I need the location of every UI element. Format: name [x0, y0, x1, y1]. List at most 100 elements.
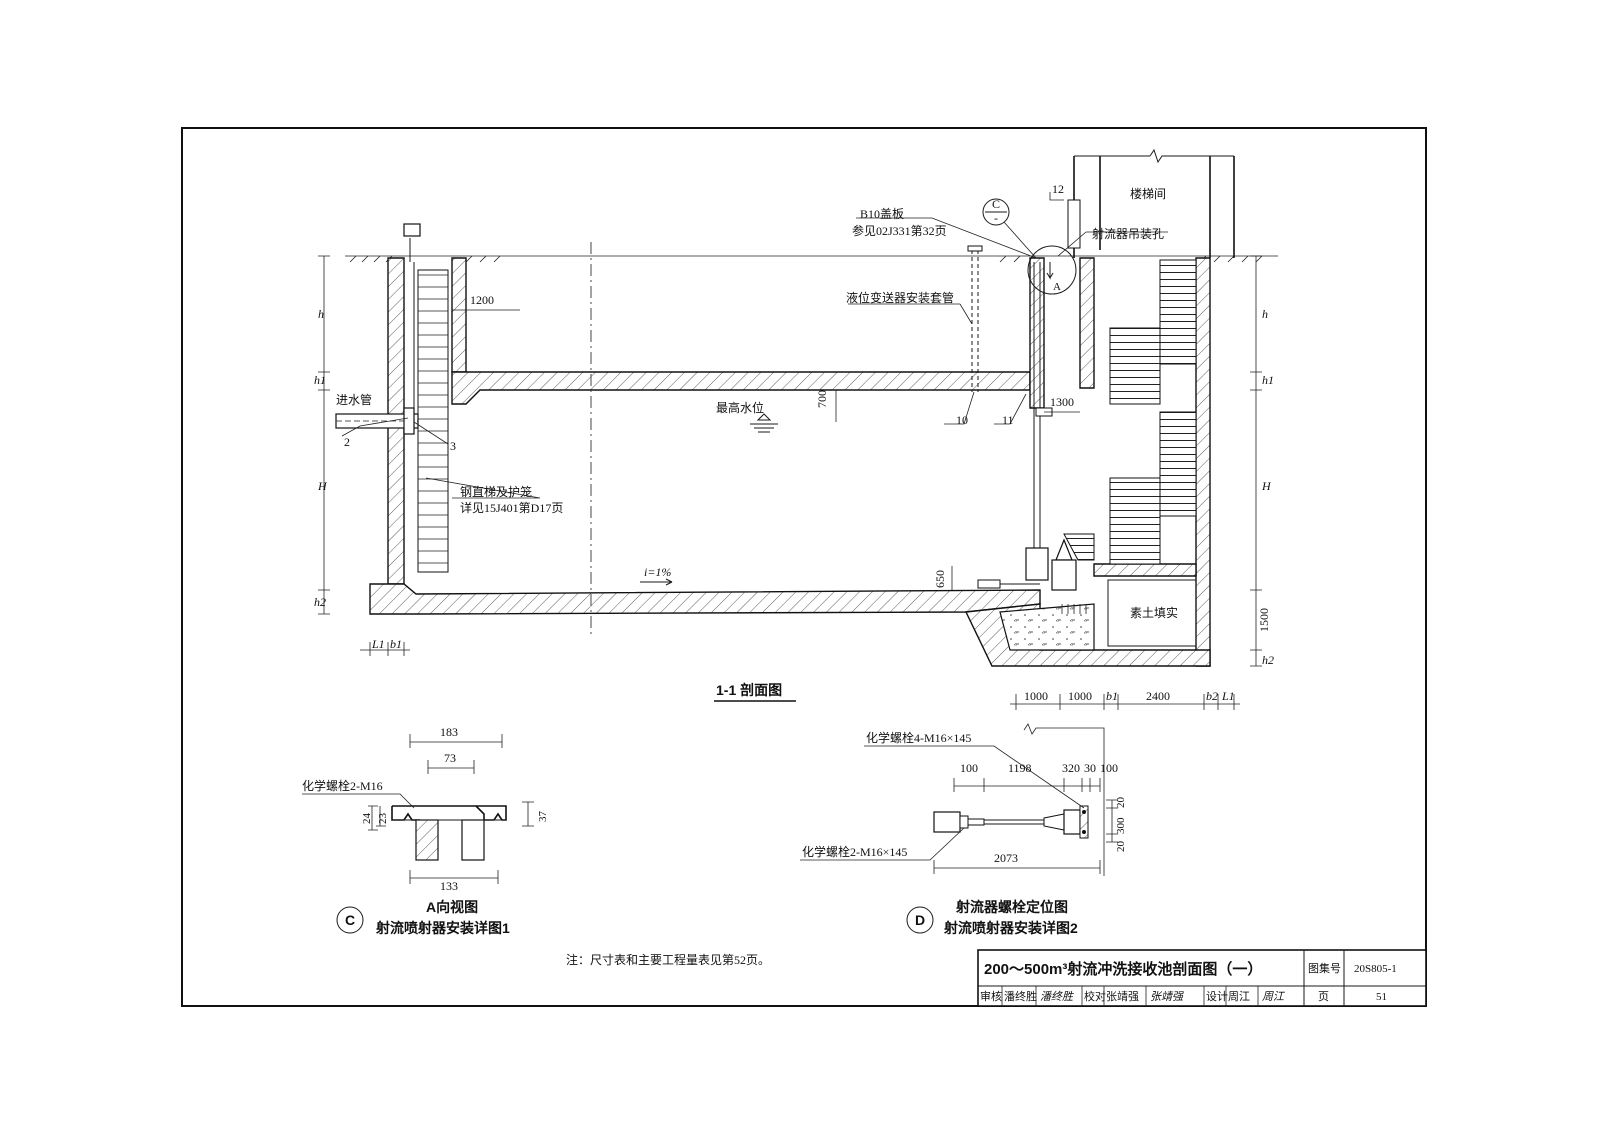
detail-c-mark: [336, 906, 364, 934]
note: 注：尺寸表和主要工程量表见第52页。: [566, 952, 770, 967]
stairs-flight-3: [1159, 411, 1197, 517]
max-water-label: 最高水位: [716, 400, 764, 415]
dim-right-1500: 1500: [1257, 608, 1271, 632]
dim-right-h2: h2: [1262, 653, 1274, 667]
detail-d-dim-100a: 100: [960, 761, 978, 775]
page-label: 页: [1318, 991, 1329, 1003]
detail-c-dim-24: 24: [361, 813, 373, 825]
pump-pit-wall: [1079, 257, 1095, 389]
callout-10: 10: [956, 413, 968, 427]
detail-c-mark-letter: C: [345, 912, 355, 928]
atlas-label: 图集号: [1308, 961, 1341, 975]
backfill-box: [1107, 579, 1197, 647]
stairwell-label: 楼梯间: [1130, 186, 1166, 201]
dim-bottom-b1: b1: [1106, 689, 1118, 703]
detail-c-bolt: 化学螺栓2-M16: [302, 778, 383, 793]
section-mark-c: C -: [982, 197, 1010, 226]
section-mark-letter: C: [992, 197, 1000, 211]
detail-c-dim-133: 133: [440, 879, 458, 893]
detail-d-mark: [906, 906, 934, 934]
right-outer-wall: [1195, 257, 1211, 667]
detail-c-dim-73: 73: [444, 751, 456, 765]
dim-700: 700: [815, 390, 829, 408]
stairs-flight-2: [1109, 327, 1161, 405]
cover-label: B10盖板: [860, 207, 904, 221]
detail-c-circle: [1027, 245, 1077, 295]
stair-slab: [1093, 563, 1197, 577]
left-vertical-dims: h h1 H h2: [314, 255, 330, 615]
detail-d-dim-20b: 20: [1115, 841, 1127, 853]
stairwell-building: [1067, 148, 1235, 258]
slope-label: i=1%: [644, 565, 671, 579]
detail-d-dim-1198: 1198: [1008, 761, 1032, 775]
dim-left-h1: h1: [314, 373, 326, 387]
review-name: 潘终胜: [1004, 989, 1037, 1003]
detail-c-dim-183: 183: [440, 725, 458, 739]
bottom-dims-right: 1000 1000 b1 2400 b2 L1: [1010, 689, 1240, 710]
dim-1300: 1300: [1050, 395, 1074, 409]
callout-11: 11: [1002, 413, 1014, 427]
dim-bottom-1000b: 1000: [1068, 689, 1092, 703]
design-name: 周江: [1228, 990, 1250, 1003]
dim-left-L1: L1: [371, 637, 385, 651]
right-vertical-dims: h h1 H 1500 h2: [1250, 255, 1274, 667]
slope-arrow-icon: [640, 578, 673, 586]
detail-d-dim-300: 300: [1115, 817, 1127, 834]
section-mark-sheet: -: [994, 211, 998, 225]
callout-3: 3: [450, 439, 456, 453]
check-label: 校对: [1084, 989, 1106, 1003]
ground-line: [345, 255, 1278, 263]
check-sign: 张靖强: [1150, 990, 1184, 1003]
sheet-frame: [181, 127, 1427, 1007]
detail-d: 100 1198 320 30 100 20 300 20 2073 化学螺栓4…: [800, 723, 1127, 936]
title-block: 200～500m³射流冲洗接收池剖面图（一） 图集号 20S805-1 审核 潘…: [977, 949, 1427, 1007]
detail-d-dim-2073: 2073: [994, 851, 1018, 865]
stairs-flight-1: [1159, 259, 1197, 365]
atlas-no: 20S805-1: [1354, 963, 1397, 975]
dim-650: 650: [933, 570, 947, 588]
dim-right-H: H: [1261, 479, 1272, 493]
dim-left-h: h: [318, 307, 324, 321]
ladder-label: 钢直梯及护笼: [460, 484, 532, 499]
dim-left-b1: b1: [390, 637, 402, 651]
jet-assembly-icon: [933, 805, 1089, 839]
dim-bottom-b2: b2: [1206, 689, 1218, 703]
roof-slab: [451, 371, 1031, 405]
inlet-pipe: [335, 407, 419, 435]
pit-concrete: [999, 603, 1095, 651]
dim-bottom-L1: L1: [1221, 689, 1235, 703]
dim-bottom-1000a: 1000: [1024, 689, 1048, 703]
dim-right-h: h: [1262, 307, 1268, 321]
detail-d-title1: 射流器螺栓定位图: [955, 899, 1068, 915]
stairs-flight-4: [1109, 477, 1161, 565]
detail-c: 183 73 133 24 23 37 化学螺栓2-M16 C A向视图 射流喷…: [302, 725, 549, 936]
detail-d-title2: 射流喷射器安装详图2: [943, 920, 1078, 936]
detail-d-dim-30: 30: [1084, 761, 1096, 775]
level-sleeve-label: 液位变送器安装套管: [846, 290, 954, 305]
view-a-label: A: [1053, 281, 1061, 293]
ladder-inlet: [417, 269, 449, 573]
dim-left-h2: h2: [314, 595, 326, 609]
jet-aerator-icon: [977, 533, 1095, 614]
inlet-shaft-wall: [451, 257, 467, 373]
backfill-label: 素土填实: [1130, 605, 1178, 620]
water-level-icon: [750, 413, 778, 433]
detail-d-mark-letter: D: [915, 912, 925, 928]
review-sign: 潘终胜: [1040, 990, 1075, 1003]
section-title: 1-1 剖面图: [716, 682, 782, 698]
design-label: 设计: [1206, 990, 1228, 1003]
drawing-title: 200～500m³射流冲洗接收池剖面图（一）: [984, 960, 1262, 978]
review-label: 审核: [980, 989, 1002, 1003]
detail-c-title2: 射流喷射器安装详图1: [375, 920, 510, 936]
dim-right-h1: h1: [1262, 373, 1274, 387]
vent-cap-icon: [403, 223, 421, 237]
detail-d-bolt-bottom: 化学螺栓2-M16×145: [802, 844, 907, 859]
leaders: [341, 192, 1168, 499]
pump-pit-wall-upper: [1029, 257, 1045, 409]
cover-ref-label: 参见02J331第32页: [852, 223, 947, 238]
detail-d-dim-320: 320: [1062, 761, 1080, 775]
detail-c-dim-23: 23: [377, 813, 389, 825]
dim-bottom-2400: 2400: [1146, 689, 1170, 703]
hoist-hole-label: 射流器吊装孔: [1092, 226, 1164, 241]
